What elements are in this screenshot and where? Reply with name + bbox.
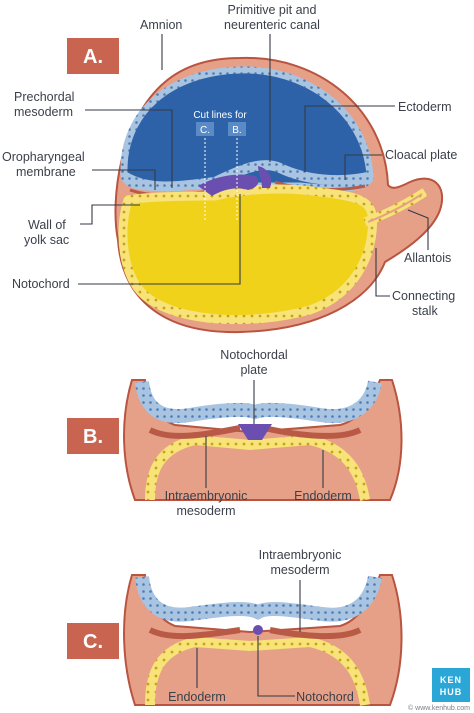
label-cloacal-plate: Cloacal plate xyxy=(385,148,457,162)
cut-c-box xyxy=(196,122,214,136)
panel-b: B. Notochordal plate Intraembryonic meso… xyxy=(67,348,403,518)
panel-c: C. Intraembryonic mesoderm Endoderm Noto… xyxy=(67,548,403,706)
panel-c-endoderm xyxy=(145,636,370,706)
kenhub-logo: KEN HUB xyxy=(432,668,470,702)
cut-b-label: B. xyxy=(232,125,241,136)
panel-c-badge-text: C. xyxy=(83,631,103,653)
panel-a-badge-text: A. xyxy=(83,46,103,68)
label-wall-yolk-2: yolk sac xyxy=(24,233,69,247)
label-primitive-pit-1: Primitive pit and xyxy=(228,3,317,17)
panel-b-badge xyxy=(67,418,119,454)
notochordal-plate xyxy=(238,424,272,440)
label-c-endoderm: Endoderm xyxy=(168,690,226,704)
label-ectoderm: Ectoderm xyxy=(398,100,452,114)
leader-ectoderm xyxy=(304,105,395,172)
label-primitive-pit-2: neurenteric canal xyxy=(224,18,320,32)
panel-b-mesoderm xyxy=(148,425,362,439)
kenhub-logo-box xyxy=(432,668,470,702)
label-connecting-1: Connecting xyxy=(392,289,455,303)
ectoderm-band xyxy=(121,160,374,192)
label-notochordal-2: plate xyxy=(240,363,267,377)
leader-allantois xyxy=(407,209,429,250)
cut-c-label: C. xyxy=(200,125,210,136)
panel-b-ectoderm xyxy=(135,380,382,424)
panel-c-badge xyxy=(67,623,119,659)
label-connecting-2: stalk xyxy=(412,304,438,318)
panel-b-badge-text: B. xyxy=(83,426,103,448)
leader-wall-yolk xyxy=(80,204,140,225)
yolk-sac xyxy=(118,184,377,325)
label-oropharyngeal-1: Oropharyngeal xyxy=(2,150,85,164)
label-b-intra-1: Intraembryonic xyxy=(165,489,248,503)
notochord-a xyxy=(198,174,259,196)
label-c-intra-1: Intraembryonic xyxy=(259,548,342,562)
label-wall-yolk-1: Wall of xyxy=(28,218,66,232)
panel-a: Cut lines for C. B. A. Amnion Primitive … xyxy=(2,3,457,334)
label-b-endoderm: Endoderm xyxy=(294,489,352,503)
kenhub-logo-line2: HUB xyxy=(440,687,463,697)
label-notochordal-1: Notochordal xyxy=(220,348,287,362)
credit-text: © www.kenhub.com xyxy=(408,704,470,712)
panel-a-badge xyxy=(67,38,119,74)
leader-notochord-a xyxy=(78,194,241,285)
label-prechordal-1: Prechordal xyxy=(14,90,74,104)
label-b-intra-2: mesoderm xyxy=(176,504,235,518)
allantois-lumen xyxy=(367,193,423,223)
cut-lines-label: Cut lines for xyxy=(193,110,247,121)
label-notochord-a: Notochord xyxy=(12,277,70,291)
kenhub-logo-line1: KEN xyxy=(440,675,462,685)
label-c-intra-2: mesoderm xyxy=(270,563,329,577)
cut-b-box xyxy=(228,122,246,136)
leader-prechordal xyxy=(85,109,173,188)
leader-connecting xyxy=(375,248,390,297)
panel-c-outer-tissue xyxy=(123,574,403,706)
label-amnion: Amnion xyxy=(140,18,182,32)
panel-b-endoderm xyxy=(145,434,370,501)
panel-c-mesoderm xyxy=(148,627,362,640)
label-oropharyngeal-2: membrane xyxy=(16,165,76,179)
label-prechordal-2: mesoderm xyxy=(14,105,73,119)
panel-c-ectoderm xyxy=(135,575,382,622)
leader-c-notochord xyxy=(257,636,295,697)
label-allantois: Allantois xyxy=(404,251,451,265)
notochord-c xyxy=(253,625,263,635)
label-c-notochord: Notochord xyxy=(296,690,354,704)
neurenteric-canal xyxy=(258,166,272,188)
leader-oropharyngeal xyxy=(92,169,156,190)
leader-cloacal-plate xyxy=(344,154,382,180)
